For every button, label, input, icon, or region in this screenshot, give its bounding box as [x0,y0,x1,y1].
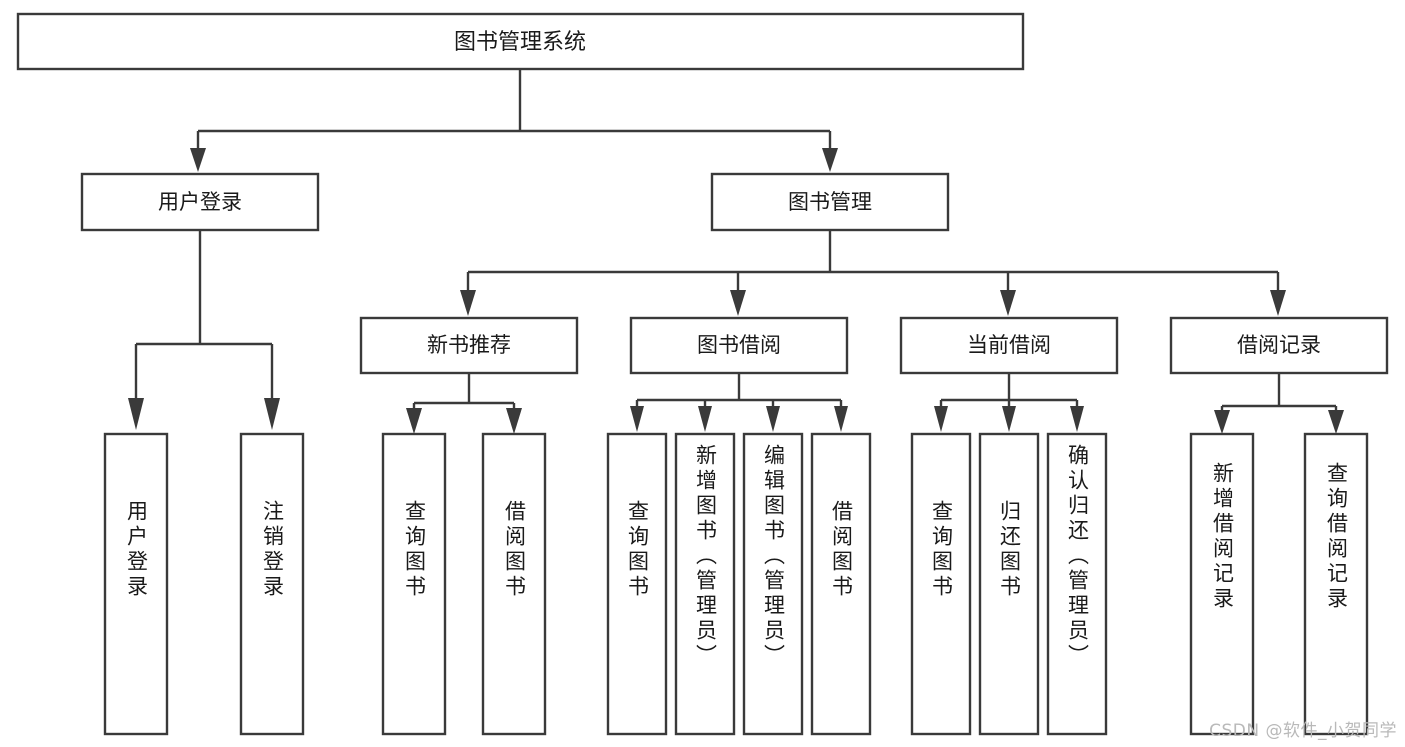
leaf-borrow-borrow-box[interactable] [810,432,872,736]
arrowhead-borrowrecord-leaf-1 [1214,410,1230,434]
node-borrow-record-label: 借阅记录 [1237,333,1321,357]
arrowhead-bookmgmt-to-borrow [730,290,746,316]
arrowhead-currentborrow-leaf-1 [934,406,948,432]
node-book-borrow-box[interactable] [629,316,849,375]
leaf-newbook-query-box[interactable] [381,432,447,736]
leaf-borrow-add-box[interactable] [674,432,736,736]
node-root-label: 图书管理系统 [454,30,586,55]
leaf-borrow-edit-box[interactable] [742,432,804,736]
arrowhead-root-to-userlogin [190,148,206,172]
leaf-user-login-box[interactable] [103,432,169,736]
leaf-borrow-query-box[interactable] [606,432,668,736]
leaf-record-query-box[interactable] [1303,432,1369,736]
arrowhead-bookmgmt-to-record [1270,290,1286,316]
leaf-record-add-box[interactable] [1189,432,1255,736]
arrowhead-newbook-leaf-1 [406,408,422,434]
node-new-book-rec-label: 新书推荐 [427,333,511,357]
arrowhead-userlogin-leaf-1 [128,398,144,430]
node-book-management-label: 图书管理 [788,190,872,214]
node-borrow-record-box[interactable] [1169,316,1389,375]
arrowhead-bookborrow-leaf-3 [766,406,780,432]
arrowhead-userlogin-leaf-2 [264,398,280,430]
node-new-book-rec-box[interactable] [359,316,579,375]
node-book-management-box[interactable] [710,172,950,232]
node-book-borrow-label: 图书借阅 [697,333,781,357]
arrowhead-bookborrow-leaf-1 [630,406,644,432]
node-current-borrow-box[interactable] [899,316,1119,375]
arrowhead-bookmgmt-to-newbook [460,290,476,316]
csdn-watermark: CSDN @软件_小贺同学 [1209,721,1397,741]
arrowhead-currentborrow-leaf-2 [1002,406,1016,432]
arrowhead-bookborrow-leaf-4 [834,406,848,432]
leaf-current-confirm-box[interactable] [1046,432,1108,736]
arrowhead-borrowrecord-leaf-2 [1328,410,1344,434]
arrowhead-bookborrow-leaf-2 [698,406,712,432]
arrowhead-root-to-bookmgmt [822,148,838,172]
arrowhead-newbook-leaf-2 [506,408,522,434]
leaf-current-query-box[interactable] [910,432,972,736]
leaf-current-return-box[interactable] [978,432,1040,736]
node-current-borrow-label: 当前借阅 [967,333,1051,357]
leaf-newbook-borrow-box[interactable] [481,432,547,736]
node-root-box[interactable] [16,12,1025,71]
arrowhead-bookmgmt-to-current [1000,290,1016,316]
node-user-login-label: 用户登录 [158,190,242,214]
leaf-logout-box[interactable] [239,432,305,736]
arrowhead-currentborrow-leaf-3 [1070,406,1084,432]
